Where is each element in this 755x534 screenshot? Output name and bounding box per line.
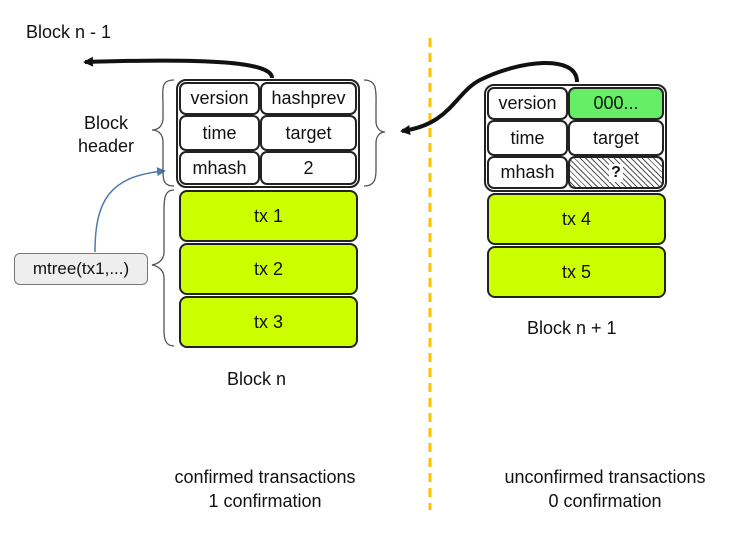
unconfirmed-caption-line2: 0 confirmation bbox=[548, 491, 662, 511]
block-n1-hashprev-cell: 000... bbox=[568, 87, 664, 120]
unknown-hash-mark: ? bbox=[609, 163, 623, 182]
merkle-arrow bbox=[94, 167, 166, 253]
mtree-box: mtree(tx1,...) bbox=[14, 253, 148, 285]
tx-5-cell: tx 5 bbox=[487, 246, 666, 298]
next-block-arrow bbox=[400, 61, 579, 135]
tx-1-cell: tx 1 bbox=[179, 190, 358, 242]
unconfirmed-caption-line1: unconfirmed transactions bbox=[504, 467, 706, 487]
block-header-label: Block header bbox=[78, 113, 135, 156]
block-n1-version-cell: version bbox=[487, 87, 568, 120]
prev-block-arrow bbox=[83, 56, 274, 79]
block-n1-time-cell: time bbox=[487, 120, 568, 156]
block-n-mhash-value-cell: 2 bbox=[260, 151, 357, 185]
block-n-hashprev-cell: hashprev bbox=[260, 82, 357, 115]
block-n-header-frame bbox=[176, 79, 360, 188]
block-n1-mhash-value-cell: ? bbox=[568, 156, 664, 189]
block-n-label: Block n bbox=[227, 369, 287, 389]
block-n1-header-frame bbox=[484, 84, 667, 192]
tx-2-cell: tx 2 bbox=[179, 243, 358, 295]
header-right-brace bbox=[363, 79, 386, 187]
tx-brace bbox=[151, 189, 175, 347]
tx-3-cell: tx 3 bbox=[179, 296, 358, 348]
prev-block-label: Block n - 1 bbox=[26, 22, 112, 42]
block-n-time-cell: time bbox=[179, 115, 260, 151]
header-brace bbox=[151, 79, 175, 187]
block-n-mhash-cell: mhash bbox=[179, 151, 260, 185]
confirmed-caption-line1: confirmed transactions bbox=[174, 467, 356, 487]
block-n1-label: Block n + 1 bbox=[527, 318, 617, 338]
tx-4-cell: tx 4 bbox=[487, 193, 666, 245]
block-n-version-cell: version bbox=[179, 82, 260, 115]
confirmed-caption-line2: 1 confirmation bbox=[208, 491, 322, 511]
block-n-target-cell: target bbox=[260, 115, 357, 151]
block-n1-mhash-cell: mhash bbox=[487, 156, 568, 189]
block-n1-target-cell: target bbox=[568, 120, 664, 156]
